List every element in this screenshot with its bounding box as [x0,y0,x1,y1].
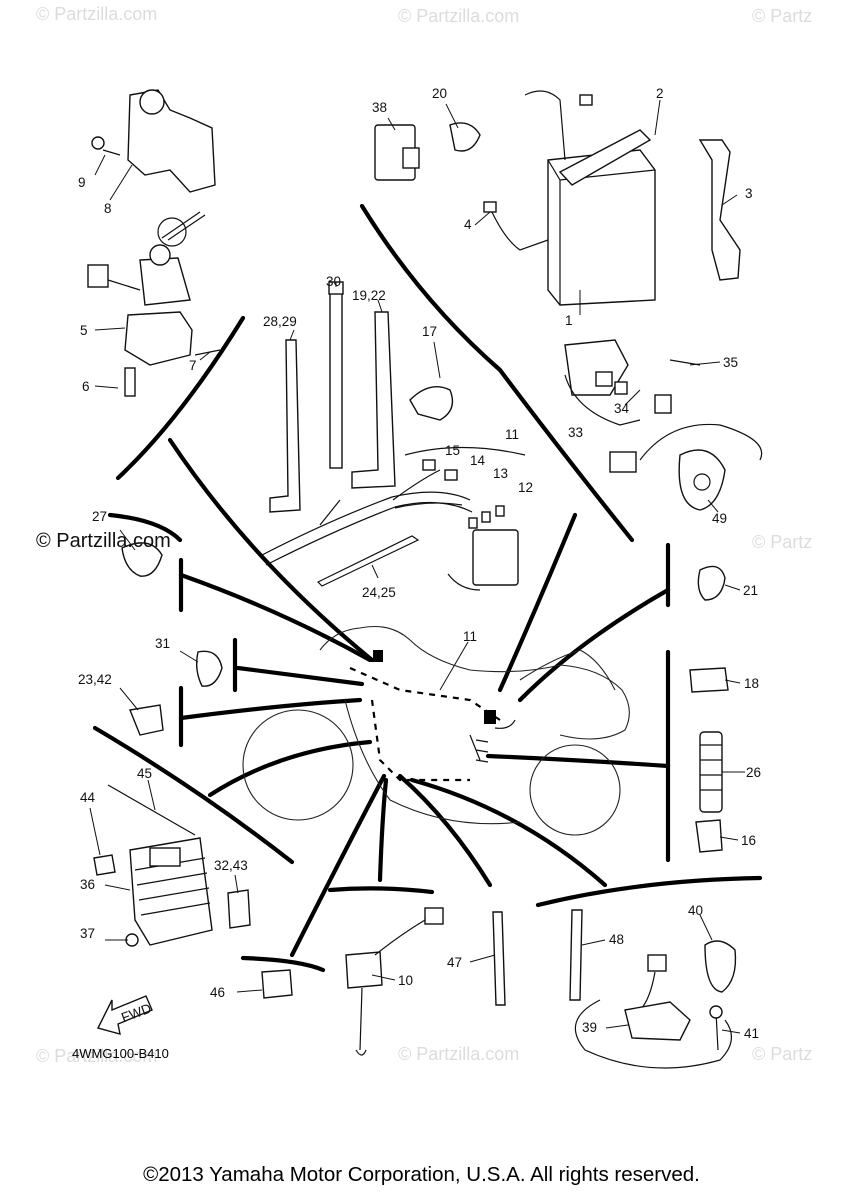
starter-relay-illustration [374,122,763,511]
watermark-top-right: © Partz [752,6,813,26]
callout-12: 12 [518,480,533,495]
callout-33: 33 [568,425,583,440]
callout-6: 6 [82,379,90,394]
callout-45: 45 [137,766,152,781]
callout-30: 30 [326,274,341,289]
callout-2: 2 [656,86,664,101]
callout-48: 48 [609,932,624,947]
callout-39: 39 [582,1020,597,1035]
callout-4: 4 [464,217,472,232]
drawing-code: 4WMG100-B410 [72,1046,169,1061]
callout-47: 47 [447,955,462,970]
left-clamps-illustration [121,542,223,736]
callout-8: 8 [104,201,112,216]
watermark-bottom-right: © Partz [752,1044,813,1064]
fwd-arrow-icon: FWD [96,995,154,1035]
callout-20: 20 [432,86,447,101]
callout-40: 40 [688,903,703,918]
callout-26: 26 [746,765,761,780]
group-dividers [92,203,763,973]
callout-9: 9 [78,175,86,190]
watermark-top-left: © Partzilla.com [36,4,158,24]
callout-16: 16 [741,833,756,848]
callout-24-25: 24,25 [362,585,396,600]
callout-41: 41 [744,1026,759,1041]
callout-28-29: 28,29 [263,314,297,329]
copyright-notice: ©2013 Yamaha Motor Corporation, U.S.A. A… [143,1163,700,1186]
callout-23-42: 23,42 [78,672,112,687]
callout-leaders [89,99,745,1034]
wiring-harness-illustration [261,446,526,591]
callout-21: 21 [743,583,758,598]
callout-36: 36 [80,877,95,892]
cable-ties-illustration [269,281,454,513]
watermark-top-center: © Partzilla.com [398,6,520,26]
right-clamps-illustration [689,565,729,853]
callout-5: 5 [80,323,88,338]
watermark-bottom-left: © Partzilla.com [36,1046,158,1066]
speed-sensor-illustration [569,909,737,1069]
callout-3: 3 [745,186,753,201]
callout-10: 10 [398,973,413,988]
rectifier-regulator-illustration [93,784,293,999]
callout-27: 27 [92,509,107,524]
callout-19-22: 19,22 [352,288,386,303]
watermark-mid-left: © Partzilla.com [36,530,171,552]
callout-17: 17 [422,324,437,339]
callout-35: 35 [723,355,738,370]
callout-46: 46 [210,985,225,1000]
callout-11-lower: 11 [463,629,477,644]
main-switch-illustration [87,89,221,397]
watermark-bottom-center: © Partzilla.com [398,1044,520,1064]
group-connector-lines [167,437,671,958]
callout-15: 15 [445,443,460,458]
callout-49: 49 [712,511,727,526]
watermark-mid-right: © Partz [752,532,813,552]
callout-11-upper: 11 [505,427,519,442]
callout-13: 13 [493,466,508,481]
callout-44: 44 [80,790,96,805]
battery-illustration [483,90,741,306]
callout-14: 14 [470,453,486,468]
callout-31: 31 [155,636,170,651]
callout-1: 1 [565,313,573,328]
callout-37: 37 [80,926,95,941]
callout-7: 7 [189,358,197,373]
motorcycle-outline [242,625,630,836]
callout-38: 38 [372,100,387,115]
callout-32-43: 32,43 [214,858,248,873]
callout-34: 34 [614,401,630,416]
callout-numbers: 9 8 5 6 7 28,29 30 19,22 17 38 20 2 3 4 … [78,86,761,1041]
callout-18: 18 [744,676,759,691]
sensor-illustration [345,907,506,1056]
